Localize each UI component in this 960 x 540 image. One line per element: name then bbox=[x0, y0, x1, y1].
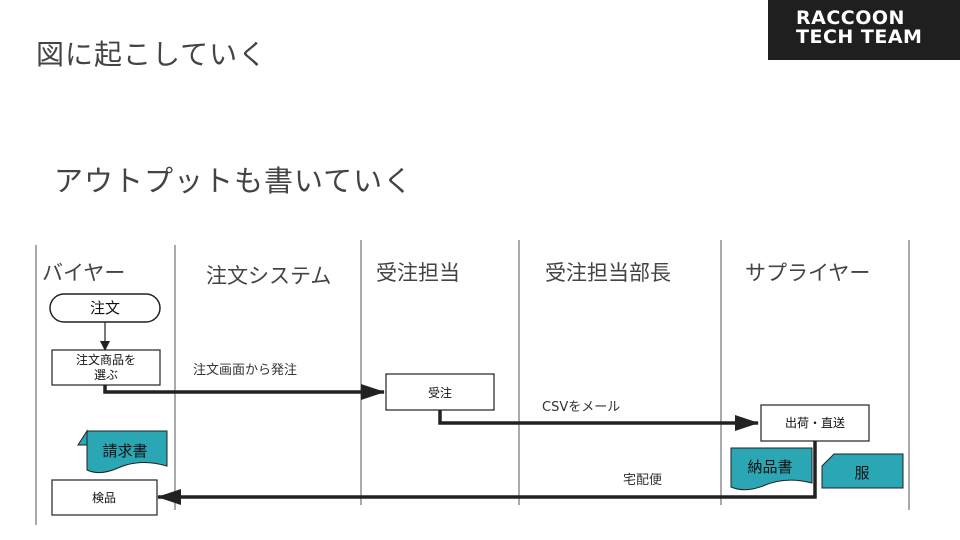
step-select-products bbox=[51, 349, 161, 386]
delivery-note-document-label: 納品書 bbox=[747, 458, 792, 476]
step-select-products-line1: 注文商品を bbox=[76, 352, 136, 367]
delivery-note-document-shape bbox=[730, 447, 813, 491]
invoice-document-label: 請求書 bbox=[102, 442, 147, 460]
lane-dividers bbox=[35, 240, 910, 525]
step-ship-direct-label: 出荷・直送 bbox=[785, 415, 845, 430]
flow-delivery-arrow bbox=[157, 441, 817, 505]
invoice-document-fold bbox=[77, 429, 88, 446]
flow-csv-mail-arrow bbox=[438, 410, 759, 431]
step-order-received bbox=[385, 373, 495, 411]
step-select-products-line2: 選ぶ bbox=[94, 368, 118, 382]
step-inspect bbox=[51, 479, 158, 516]
lane-header-order-manager: 受注担当部長 bbox=[545, 261, 671, 285]
raccoon-tech-team-logo: RACCOON TECH TEAM bbox=[768, 0, 960, 60]
step-ship-direct bbox=[760, 404, 870, 442]
slide-subtitle: アウトプットも書いていく bbox=[54, 164, 414, 198]
clothes-package-shape bbox=[821, 453, 904, 489]
flow-csv-mail-label: CSVをメール bbox=[542, 400, 620, 415]
invoice-document-shape bbox=[86, 430, 168, 474]
lane-header-order-system: 注文システム bbox=[206, 264, 331, 288]
logo-line-2: TECH TEAM bbox=[796, 26, 923, 48]
logo-line-1: RACCOON bbox=[796, 7, 905, 29]
flow-order-screen-arrow bbox=[103, 384, 385, 400]
clothes-package-label: 服 bbox=[854, 464, 869, 482]
lane-header-order-staff: 受注担当 bbox=[376, 261, 460, 285]
lane-header-supplier: サプライヤー bbox=[745, 261, 870, 285]
step-inspect-label: 検品 bbox=[92, 491, 116, 505]
lane-header-buyer: バイヤー bbox=[42, 261, 125, 285]
page-title: 図に起こしていく bbox=[36, 38, 268, 71]
start-terminator-label: 注文 bbox=[90, 299, 120, 317]
flow-delivery-label: 宅配便 bbox=[623, 473, 662, 488]
flow-order-screen-label: 注文画面から発注 bbox=[193, 363, 297, 378]
step-order-received-label: 受注 bbox=[428, 385, 452, 400]
